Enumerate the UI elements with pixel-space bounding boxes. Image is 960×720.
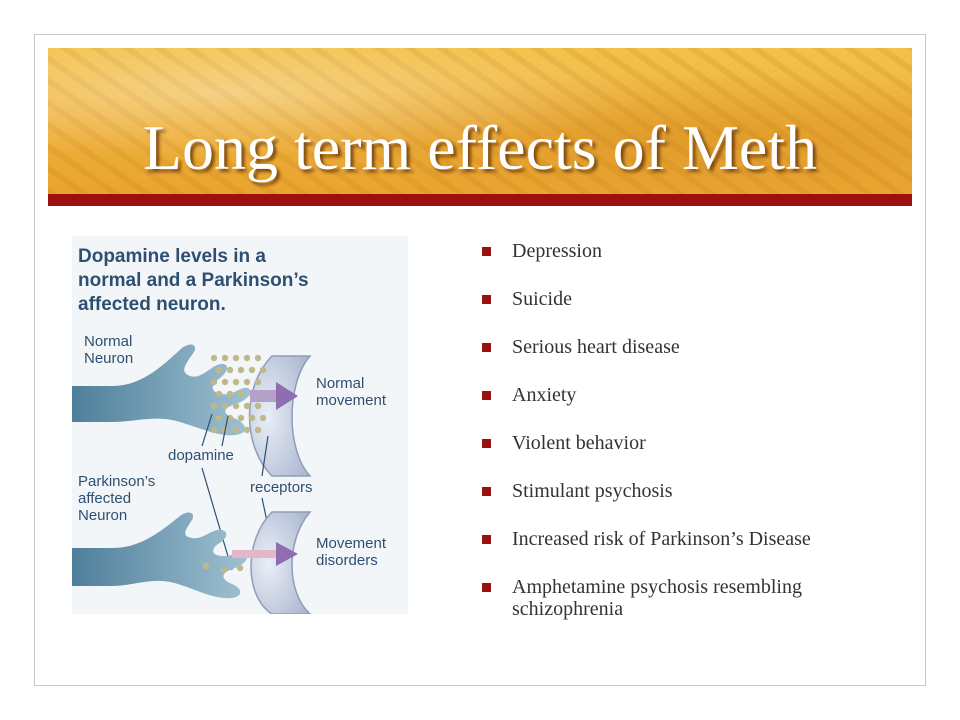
parkinsons-label-line-3: Neuron — [78, 507, 127, 524]
movement-disorders-label-line-2: disorders — [316, 552, 378, 569]
effect-list-item: Anxiety — [482, 384, 912, 406]
receptors-label: receptors — [250, 479, 313, 496]
bullet-square-icon — [482, 247, 491, 256]
diagram-heading-line-3: affected neuron. — [78, 294, 226, 315]
bullet-square-icon — [482, 583, 491, 592]
effect-text: Amphetamine psychosis resembling schizop… — [512, 576, 802, 620]
normal-receptor-cup — [248, 355, 312, 477]
normal-dopamine-dots — [210, 354, 267, 434]
parkinsons-neuron-shape — [72, 512, 248, 599]
normal-neuron-label-line-1: Normal — [84, 333, 132, 350]
effect-list-item: Suicide — [482, 288, 912, 310]
dopamine-label: dopamine — [168, 447, 234, 464]
normal-movement-label-line-1: Normal — [316, 375, 364, 392]
normal-movement-arrow — [250, 382, 298, 410]
bullet-square-icon — [482, 535, 491, 544]
effect-list-item: Amphetamine psychosis resembling schizop… — [482, 576, 912, 620]
movement-disorders-arrow — [232, 542, 298, 566]
effect-text: Serious heart disease — [512, 336, 680, 358]
parkinsons-dopamine-dots — [202, 562, 244, 574]
title-divider — [48, 194, 912, 206]
bullet-square-icon — [482, 295, 491, 304]
normal-neuron-shape — [72, 344, 251, 436]
effect-list-item: Depression — [482, 240, 912, 262]
effect-text: Anxiety — [512, 384, 577, 406]
parkinsons-label-line-1: Parkinson’s — [78, 473, 155, 490]
title-band — [48, 48, 912, 194]
diagram-heading-line-1: Dopamine levels in a — [78, 246, 266, 267]
bullet-square-icon — [482, 343, 491, 352]
effect-text: Increased risk of Parkinson’s Disease — [512, 528, 811, 550]
diagram-svg: Dopamine levels in a normal and a Parkin… — [72, 236, 408, 614]
normal-movement-label-line-2: movement — [316, 392, 387, 409]
parkinsons-label-line-2: affected — [78, 490, 131, 507]
diagram-heading-line-2: normal and a Parkinson’s — [78, 270, 309, 291]
effect-text: Depression — [512, 240, 602, 262]
movement-disorders-label-line-1: Movement — [316, 535, 387, 552]
effect-list-item: Serious heart disease — [482, 336, 912, 358]
effect-list-item: Violent behavior — [482, 432, 912, 454]
effect-list-item: Stimulant psychosis — [482, 480, 912, 502]
bullet-square-icon — [482, 487, 491, 496]
dopamine-neuron-diagram: Dopamine levels in a normal and a Parkin… — [72, 236, 408, 614]
effect-text: Stimulant psychosis — [512, 480, 673, 502]
effect-list-item: Increased risk of Parkinson’s Disease — [482, 528, 912, 550]
bullet-square-icon — [482, 439, 491, 448]
effect-text: Violent behavior — [512, 432, 646, 454]
normal-neuron-label-line-2: Neuron — [84, 350, 133, 367]
bullet-square-icon — [482, 391, 491, 400]
slide-title: Long term effects of Meth — [142, 112, 818, 183]
effect-text: Suicide — [512, 288, 572, 310]
